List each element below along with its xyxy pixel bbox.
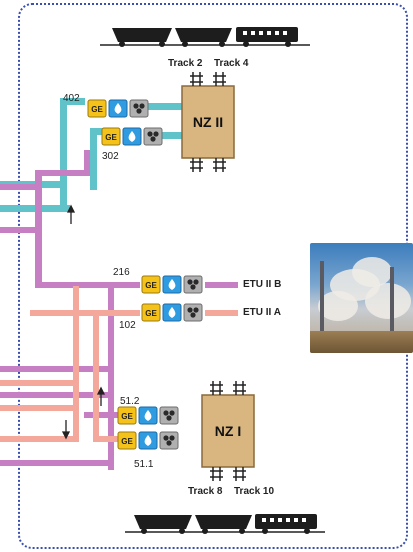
ge-badge-label: GE [145,281,157,290]
pipe-label-102: 102 [119,321,136,331]
coal-icon [184,276,202,293]
module-group-etu2a: GE [142,304,202,321]
ge-badge-label: GE [121,412,133,421]
coal-icon [160,407,178,424]
ge-badge-label: GE [145,309,157,318]
coal-icon [130,100,148,117]
water-drop-icon [109,100,127,117]
coal-icon [144,128,162,145]
output-etu2a-label: ETU II A [243,308,281,318]
module-group-nz1-lower: GE [118,432,178,449]
water-drop-icon [123,128,141,145]
coal-icon [160,432,178,449]
nz2-track-a-label: Track 2 [168,59,202,69]
ge-badge-label: GE [91,105,103,114]
output-etu2b-label: ETU II B [243,280,281,290]
module-group-nz2-lower: GE [102,128,162,145]
ge-badge: GE [102,128,120,145]
nz1-title: NZ I [202,424,254,438]
nz2-title: NZ II [182,115,234,129]
module-group-nz2-upper: GE [88,100,148,117]
pipe-label-51-1: 51.1 [134,460,153,470]
power-plant-photo [310,243,413,353]
ge-badge: GE [118,407,136,424]
ge-badge: GE [142,276,160,293]
water-drop-icon [139,407,157,424]
water-drop-icon [139,432,157,449]
water-drop-icon [163,276,181,293]
pipe-label-216: 216 [113,268,130,278]
ge-badge: GE [118,432,136,449]
nz2-track-b-label: Track 4 [214,59,248,69]
train-top [100,27,310,47]
pipe-label-402: 402 [63,94,80,104]
pipe-label-51-2: 51.2 [120,397,139,407]
module-group-nz1-upper: GE [118,407,178,424]
nz1-track-b-label: Track 10 [234,487,274,497]
nz1-track-a-label: Track 8 [188,487,222,497]
train-bottom [125,514,325,534]
coal-icon [184,304,202,321]
water-drop-icon [163,304,181,321]
pipe-label-302: 302 [102,152,119,162]
ge-badge: GE [142,304,160,321]
ge-badge-label: GE [105,133,117,142]
ge-badge-label: GE [121,437,133,446]
module-group-etu2b: GE [142,276,202,293]
ge-badge: GE [88,100,106,117]
